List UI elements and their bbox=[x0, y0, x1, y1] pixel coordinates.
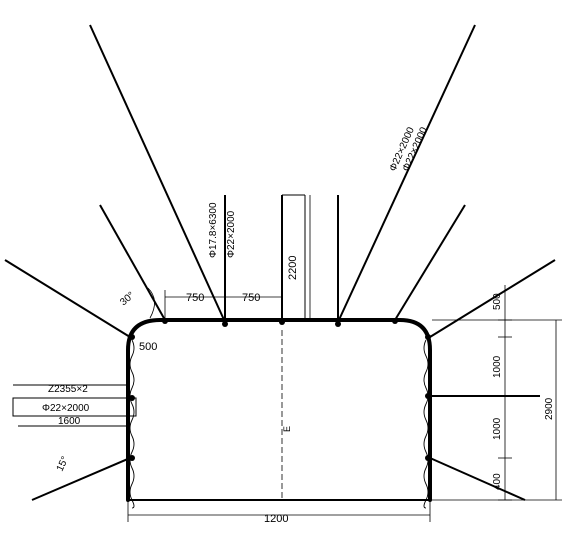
total-height-label: 2900 bbox=[544, 397, 555, 420]
bolt-head bbox=[162, 318, 168, 324]
left-bottom-bolt bbox=[31, 457, 131, 501]
top-spacing-right-label: 750 bbox=[242, 292, 260, 304]
anchor-cable-right bbox=[337, 24, 476, 323]
cable-spec-label-2: Φ22×2000 bbox=[226, 210, 237, 258]
bolt-head bbox=[425, 334, 431, 340]
cable-spec-label-1: Φ17.8×6300 bbox=[208, 202, 219, 258]
top-spacing-left-label: 750 bbox=[186, 292, 204, 304]
right-bottom-bolt bbox=[429, 457, 526, 501]
left-wall-mesh bbox=[129, 339, 135, 509]
side-mid-upper-label: 1000 bbox=[492, 355, 503, 378]
mesh-note-1: Z2355×2 bbox=[48, 384, 88, 395]
bolt-head bbox=[279, 319, 285, 325]
width-label: 1200 bbox=[264, 513, 288, 525]
center-mark-label: E bbox=[282, 426, 292, 432]
anchor-cable-left bbox=[89, 24, 226, 323]
left-side-bolt-box bbox=[12, 397, 137, 417]
bottom-angle-label: 15° bbox=[55, 455, 71, 473]
bolt-head bbox=[425, 455, 431, 461]
angle-arc bbox=[147, 287, 155, 319]
roof-bolt-left-short bbox=[99, 204, 166, 321]
bolt-head bbox=[129, 455, 135, 461]
bolt-head bbox=[425, 393, 431, 399]
left-corner-bolt bbox=[4, 259, 131, 338]
side-bolt-length-label: 1600 bbox=[58, 416, 81, 427]
roof-bolt-right-short bbox=[394, 204, 466, 321]
side-top-label: 500 bbox=[492, 293, 503, 310]
roadway-outline bbox=[126, 318, 432, 502]
center-height-label: 2200 bbox=[287, 256, 299, 280]
bolt-head bbox=[335, 321, 341, 327]
bolt-head bbox=[129, 334, 135, 340]
side-mid-lower-label: 1000 bbox=[492, 417, 503, 440]
right-wall-mesh bbox=[423, 339, 429, 509]
right-corner-bolt bbox=[429, 259, 556, 338]
bolt-head bbox=[129, 395, 135, 401]
side-bottom-label: 400 bbox=[492, 473, 503, 490]
bolt-head bbox=[392, 318, 398, 324]
corner-radius-label: 500 bbox=[139, 341, 157, 353]
angle-label: 30° bbox=[118, 290, 137, 308]
bolt-head bbox=[222, 321, 228, 327]
mesh-note-2: Φ22×2000 bbox=[42, 403, 90, 414]
